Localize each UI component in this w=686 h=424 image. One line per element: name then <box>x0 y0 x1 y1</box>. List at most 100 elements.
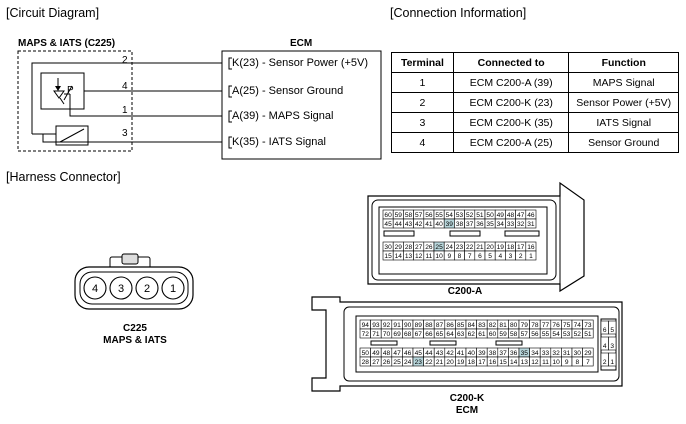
c200a-pin-label: 5 <box>488 253 492 260</box>
c200a-pin-label: 40 <box>435 221 443 228</box>
table-cell: MAPS Signal <box>568 72 679 93</box>
c200k-side-pin-label: 4 <box>603 343 607 350</box>
c200k-pin-label: 81 <box>499 322 507 329</box>
c200k-pin-label: 82 <box>489 322 497 329</box>
table-header: Terminal <box>391 52 454 73</box>
c200k-pin-label: 44 <box>425 350 433 357</box>
c200k-pin-label: 77 <box>542 322 550 329</box>
c200a-pin-label: 6 <box>478 253 482 260</box>
c200k-pin-label: 90 <box>404 322 412 329</box>
c200k-pin-label: 89 <box>415 322 423 329</box>
c200k-pin-label: 24 <box>404 359 412 366</box>
table-cell: Sensor Power (+5V) <box>568 92 679 113</box>
c200k-pin-label: 21 <box>436 359 444 366</box>
c200k-pin-label: 29 <box>584 350 592 357</box>
c200k-pin-label: 15 <box>499 359 507 366</box>
c200k-pin-label: 71 <box>372 331 380 338</box>
c200a-pin-label: 43 <box>405 221 413 228</box>
c200k-pin-label: 43 <box>436 350 444 357</box>
c200a-pin-label: 41 <box>425 221 433 228</box>
c200k-pin-label: 49 <box>372 350 380 357</box>
ecm-label-maps: A(39) - MAPS Signal <box>232 110 334 122</box>
c200k-pin-label: 33 <box>542 350 550 357</box>
c200k-pin-label: 67 <box>415 331 423 338</box>
c200a-pin-label: 13 <box>405 253 413 260</box>
c200a-pin-label: 8 <box>458 253 462 260</box>
c200k-pin-label: 34 <box>531 350 539 357</box>
c200k-pin-label: 55 <box>542 331 550 338</box>
c200k-pin-label: 45 <box>415 350 423 357</box>
table-cell: ECM C200-A (39) <box>452 72 570 93</box>
c200a-pin-label: 4 <box>498 253 502 260</box>
c200k-pin-label: 72 <box>362 331 370 338</box>
c200a-pin-label: 42 <box>415 221 423 228</box>
c200k-pin-label: 36 <box>510 350 518 357</box>
c200a-pin-label: 50 <box>486 212 494 219</box>
c200a-pin-cell <box>525 218 537 229</box>
c200k-pin-label: 22 <box>425 359 433 366</box>
c200k-pin-label: 69 <box>393 331 401 338</box>
table-cell: 4 <box>391 132 454 153</box>
c200a-pin-label: 52 <box>466 212 474 219</box>
c200k-pin-label: 93 <box>372 322 380 329</box>
c200a-pin-label: 18 <box>507 244 515 251</box>
c200a-pin-label: 23 <box>456 244 464 251</box>
c200a-pin-label: 10 <box>435 253 443 260</box>
c200a-pin-label: 58 <box>405 212 413 219</box>
c200k-pin-label: 8 <box>575 359 579 366</box>
table-cell: ECM C200-A (25) <box>452 132 570 153</box>
c200k-pin-label: 35 <box>521 350 529 357</box>
c200k-pin-label: 88 <box>425 322 433 329</box>
c200k-pin-label: 56 <box>531 331 539 338</box>
c200k-pin-label: 78 <box>531 322 539 329</box>
table-row: 2 ECM C200-K (23) Sensor Power (+5V) <box>391 92 679 113</box>
c200k-side-pin-label: 1 <box>610 359 614 366</box>
c200a-pin-label: 49 <box>497 212 505 219</box>
c200a-pin-label: 14 <box>395 253 403 260</box>
c200a-pin-label: 22 <box>466 244 474 251</box>
c200k-pin-label: 25 <box>393 359 401 366</box>
c200a-pin-label: 27 <box>415 244 423 251</box>
c200k-pin-label: 85 <box>457 322 465 329</box>
c200k-pin-label: 61 <box>478 331 486 338</box>
c200k-pin-label: 7 <box>586 359 590 366</box>
c200a-pin-label: 7 <box>468 253 472 260</box>
c200k-pin-label: 91 <box>393 322 401 329</box>
c200k-pin-label: 23 <box>415 359 423 366</box>
connection-information-heading: [Connection Information] <box>390 6 527 20</box>
c225-pin-circle <box>83 276 107 300</box>
c200a-pin-label: 12 <box>415 253 423 260</box>
harness-connector-heading: [Harness Connector] <box>6 170 121 184</box>
c200k-pin-label: 51 <box>584 331 592 338</box>
c200k-pin-label: 42 <box>446 350 454 357</box>
c200a-pin-label: 46 <box>527 212 535 219</box>
c200k-pin-label: 59 <box>499 331 507 338</box>
c200k-pin-label: 41 <box>457 350 465 357</box>
c200a-pin-label: 9 <box>447 253 451 260</box>
c200k-side-pin-label: 3 <box>610 343 614 350</box>
c225-label-line1: C225 <box>123 323 147 334</box>
table-header: Connected to <box>452 52 570 73</box>
c225-pin-label: 3 <box>118 283 124 295</box>
c200a-pin-label: 39 <box>446 221 454 228</box>
c200k-side-pin-label: 2 <box>603 359 607 366</box>
c200a-label: C200-A <box>447 286 483 297</box>
wiring <box>31 62 222 143</box>
c200k-pin-label: 32 <box>552 350 560 357</box>
c200a-pin-label: 28 <box>405 244 413 251</box>
c200k-pin-label: 65 <box>436 331 444 338</box>
c200a-pin-label: 35 <box>486 221 494 228</box>
c200k-pin-label: 52 <box>574 331 582 338</box>
wire-pin-3: 3 <box>122 128 128 139</box>
c225-pin-label: 1 <box>170 283 176 295</box>
c200k-side-pin-label: 5 <box>610 327 614 334</box>
c200k-side-pin-cell <box>608 320 617 335</box>
c200a-pin-label: 20 <box>486 244 494 251</box>
c200a-pin-label: 29 <box>395 244 403 251</box>
c225-pin-circle <box>109 276 133 300</box>
iats-sensor-symbol <box>55 125 89 146</box>
c200k-pin-label: 50 <box>362 350 370 357</box>
